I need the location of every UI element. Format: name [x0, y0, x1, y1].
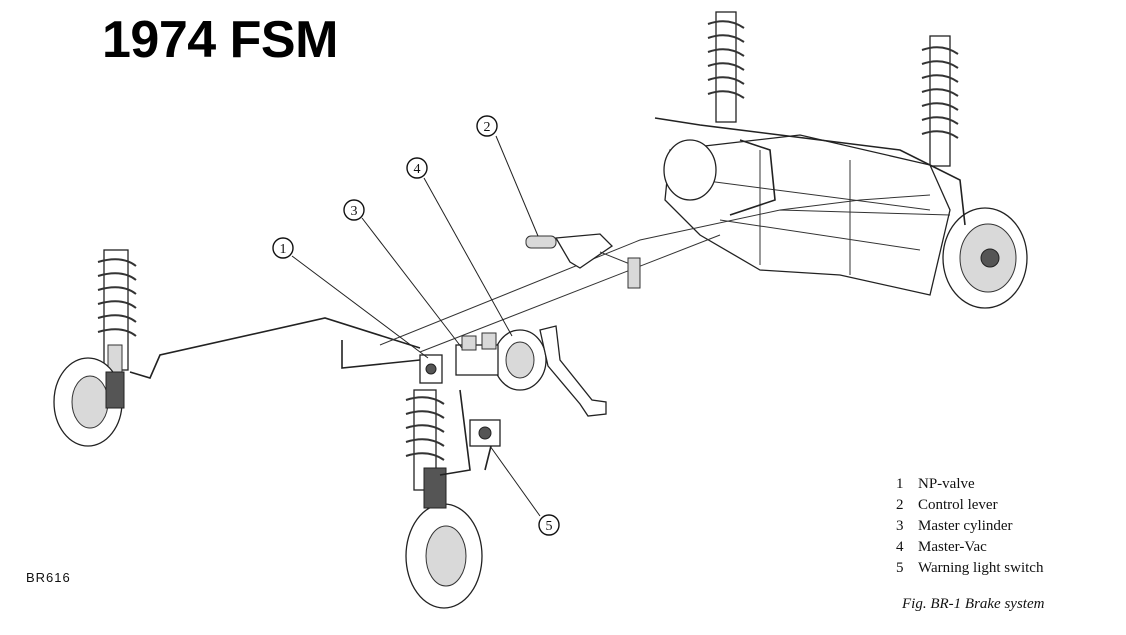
- legend-item: 3 Master cylinder: [896, 516, 1043, 537]
- legend-number: 1: [896, 476, 904, 492]
- parts-legend: 1 NP-valve 2 Control lever 3 Master cylinde…: [896, 474, 1043, 579]
- callout-2: 2: [476, 115, 498, 137]
- legend-label: Warning light switch: [918, 560, 1044, 576]
- legend-item: 4 Master-Vac: [896, 537, 1043, 558]
- brake-pedal: [539, 325, 607, 417]
- master-cylinder: [455, 332, 499, 376]
- callout-5: 5: [538, 514, 560, 536]
- legend-item: 2 Control lever: [896, 495, 1043, 516]
- legend-label: NP-valve: [918, 476, 975, 492]
- front-right-disc-brake: [405, 467, 483, 609]
- rear-left-drum: [663, 139, 717, 201]
- page-title: 1974 FSM: [102, 11, 338, 69]
- svg-text:1: 1: [280, 242, 287, 257]
- rear-left-strut: [707, 11, 745, 123]
- figure-caption: Fig. BR-1 Brake system: [902, 596, 1045, 612]
- legend-number: 5: [896, 560, 904, 576]
- svg-text:5: 5: [546, 519, 553, 534]
- drawing-code: BR616: [26, 570, 71, 585]
- legend-number: 2: [896, 497, 904, 513]
- svg-text:2: 2: [484, 120, 491, 135]
- svg-text:4: 4: [414, 162, 421, 177]
- np-valve: [419, 354, 443, 384]
- rear-right-drum-brake: [942, 207, 1028, 309]
- front-left-disc-brake: [53, 357, 125, 447]
- master-vac: [493, 329, 547, 391]
- control-lever-linkage: [525, 233, 641, 289]
- callout-3: 3: [343, 199, 365, 221]
- legend-label: Master cylinder: [918, 518, 1013, 534]
- callout-4: 4: [406, 157, 428, 179]
- legend-number: 3: [896, 518, 904, 534]
- legend-item: 1 NP-valve: [896, 474, 1043, 495]
- rear-suspension-member: [663, 134, 951, 296]
- svg-text:3: 3: [351, 204, 358, 219]
- warning-light-switch: [469, 419, 501, 447]
- legend-number: 4: [896, 539, 904, 555]
- callout-1: 1: [272, 237, 294, 259]
- front-right-strut: [405, 389, 445, 491]
- brake-pipes: [129, 117, 966, 476]
- legend-label: Master-Vac: [918, 539, 987, 555]
- legend-label: Control lever: [918, 497, 998, 513]
- legend-item: 5 Warning light switch: [896, 558, 1043, 579]
- rear-right-strut: [921, 35, 959, 167]
